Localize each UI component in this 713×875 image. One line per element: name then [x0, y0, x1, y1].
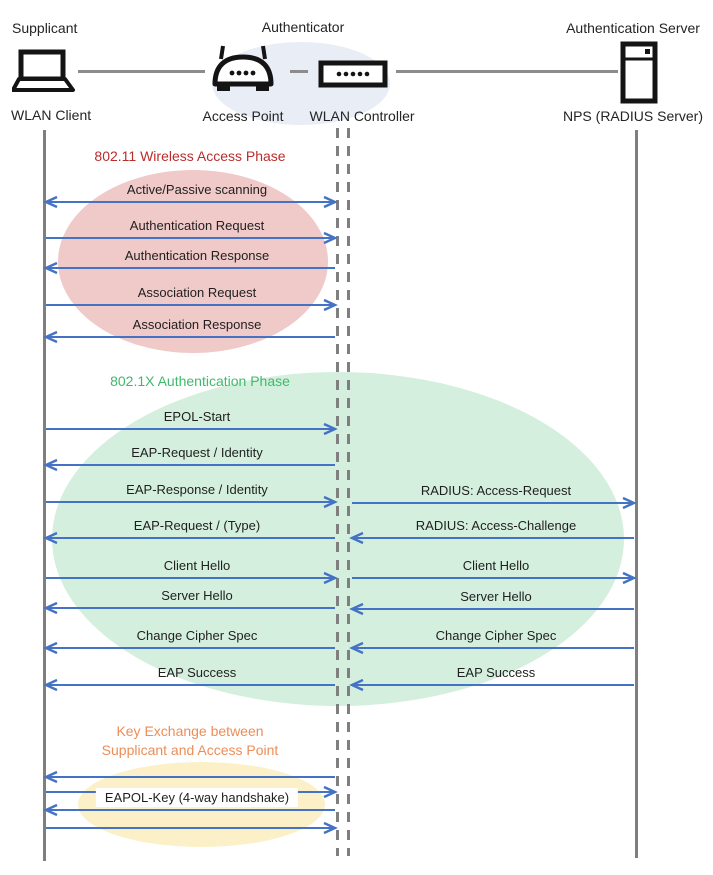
actor-device-nps-radius-server: NPS (RADIUS Server) — [562, 108, 704, 124]
access-point-icon — [212, 45, 274, 91]
arrowhead-icon — [43, 770, 58, 784]
message-arrow — [43, 678, 335, 692]
message-arrow — [46, 785, 338, 799]
message-arrow — [349, 641, 634, 655]
actor-role-authentication-server: Authentication Server — [566, 20, 700, 36]
message-arrow — [352, 496, 637, 510]
message-arrow — [43, 531, 335, 545]
arrowhead-icon — [622, 571, 637, 585]
message-arrow — [43, 330, 335, 344]
lifeline-wlan-client — [43, 130, 46, 861]
message-arrow — [43, 261, 335, 275]
actor-role-supplicant: Supplicant — [12, 20, 78, 36]
wlan-controller-icon — [318, 60, 388, 88]
message-arrow — [352, 571, 637, 585]
laptop-icon — [12, 49, 75, 92]
actor-device-access-point: Access Point — [202, 108, 284, 124]
message-arrow — [43, 458, 335, 472]
message-arrow — [46, 571, 338, 585]
arrowhead-icon — [43, 330, 58, 344]
message-arrow — [46, 422, 338, 436]
message-arrow — [43, 641, 335, 655]
arrowhead-icon — [323, 785, 338, 799]
arrowhead-icon — [323, 821, 338, 835]
message-arrow — [46, 495, 338, 509]
message-arrow — [43, 195, 338, 209]
message-arrow — [43, 803, 335, 817]
message-arrow — [46, 298, 338, 312]
lifeline-nps-server — [635, 130, 638, 858]
message-arrow — [43, 601, 335, 615]
actor-device-wlan-controller: WLAN Controller — [309, 108, 415, 124]
server-icon — [620, 41, 658, 104]
actor-device-wlan-client: WLAN Client — [11, 107, 92, 123]
arrowhead-icon — [43, 261, 58, 275]
arrowhead-icon — [43, 195, 58, 209]
device-connector-line — [396, 70, 618, 73]
message-arrow — [349, 602, 634, 616]
message-arrow — [46, 231, 338, 245]
message-arrow — [46, 821, 338, 835]
device-connector-dash — [290, 70, 308, 73]
message-arrow — [43, 770, 335, 784]
arrowhead-icon — [622, 496, 637, 510]
arrowhead-icon — [43, 803, 58, 817]
device-connector-line — [78, 70, 205, 73]
actor-role-authenticator: Authenticator — [261, 19, 345, 35]
message-arrow — [349, 678, 634, 692]
message-arrow — [349, 531, 634, 545]
